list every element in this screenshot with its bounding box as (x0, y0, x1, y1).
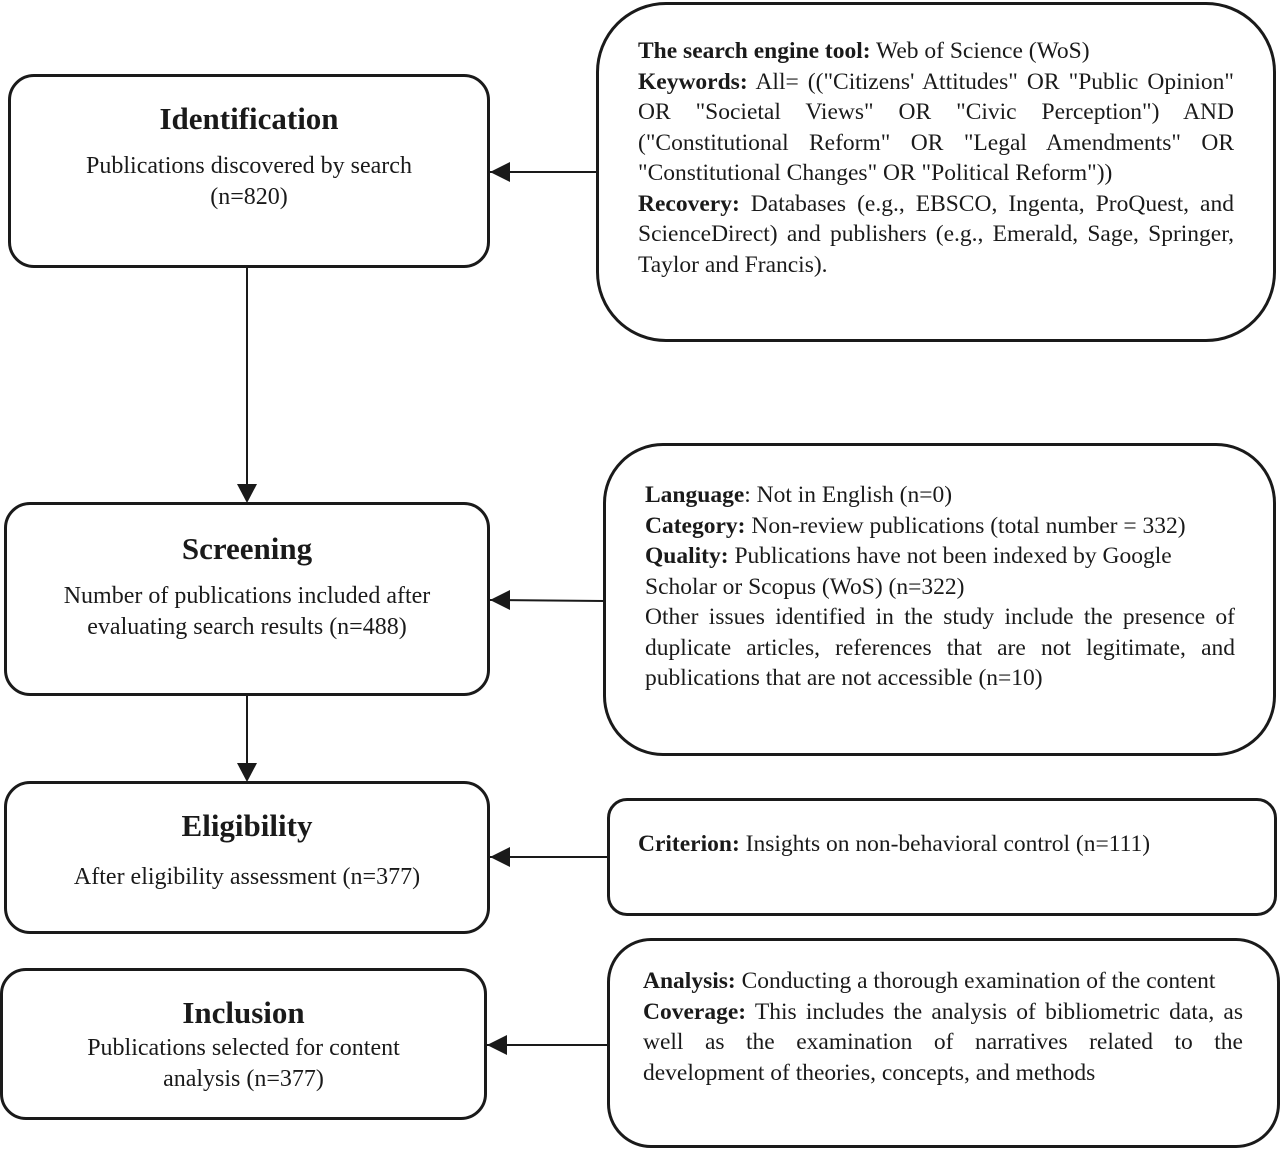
eligibility-box: Eligibility After eligibility assessment… (4, 781, 490, 934)
inclusion-title: Inclusion (182, 995, 305, 1030)
category-value: Non-review publications (total number = … (745, 512, 1186, 539)
coverage-value: This includes the analysis of bibliometr… (643, 998, 1243, 1086)
search-engine-label: The search engine tool: (638, 38, 871, 64)
inclusion-description: Publications selected for content analys… (87, 1035, 400, 1092)
language-label: Language (645, 482, 745, 508)
recovery-value: Databases (e.g., EBSCO, Ingenta, ProQues… (638, 190, 1234, 278)
eligibility-note-text: Criterion: Insights on non-behavioral co… (638, 829, 1238, 860)
keywords-label: Keywords: (638, 68, 748, 95)
inclusion-note-text: Analysis: Conducting a thorough examinat… (643, 966, 1243, 1088)
inclusion-box: Inclusion Publications selected for cont… (0, 968, 487, 1120)
screening-title: Screening (181, 531, 313, 566)
analysis-value: Conducting a thorough examination of the… (735, 968, 1216, 994)
arrowhead-down-screening (237, 484, 257, 503)
identification-note-box (596, 2, 1276, 342)
inclusion-note-box (607, 938, 1280, 1148)
arrow-note-to-screening (489, 599, 605, 602)
identification-box: Identification Publications discovered b… (8, 74, 490, 268)
identification-title: Identification (159, 101, 339, 136)
criterion-value: Insights on non-behavioral control (n=11… (739, 831, 1151, 857)
identification-note-text: The search engine tool: Web of Science (… (638, 36, 1234, 280)
screening-note-text: Language: Not in English (n=0) Category:… (645, 480, 1235, 694)
quality-label: Quality: (645, 543, 729, 569)
arrowhead-down-eligibility (237, 763, 257, 782)
keywords-value: All= (("Citizens' Attitudes" OR "Public … (638, 68, 1234, 187)
arrowhead-left-identification (490, 162, 510, 182)
category-label: Category: (645, 512, 746, 539)
arrowhead-left-eligibility (490, 847, 510, 867)
eligibility-note-box (607, 798, 1277, 916)
criterion-label: Criterion: (638, 831, 740, 857)
arrowhead-left-screening (490, 590, 510, 610)
quality-value: Publications have not been indexed by Go… (645, 543, 1172, 600)
eligibility-description: After eligibility assessment (n=377) (73, 864, 421, 890)
screening-note-box (603, 443, 1276, 756)
arrowhead-left-inclusion (487, 1035, 507, 1055)
language-value: : Not in English (n=0) (744, 482, 953, 508)
eligibility-title: Eligibility (181, 808, 313, 843)
identification-description: Publications discovered by search (n=820… (86, 153, 412, 210)
analysis-label: Analysis: (643, 968, 736, 994)
other-issues-text: Other issues identified in the study inc… (645, 604, 1235, 691)
screening-box: Screening Number of publications include… (4, 502, 490, 696)
search-engine-value: Web of Science (WoS) (870, 38, 1090, 64)
coverage-label: Coverage: (643, 998, 747, 1025)
screening-description: Number of publications included after ev… (63, 583, 431, 640)
recovery-label: Recovery: (638, 190, 740, 217)
